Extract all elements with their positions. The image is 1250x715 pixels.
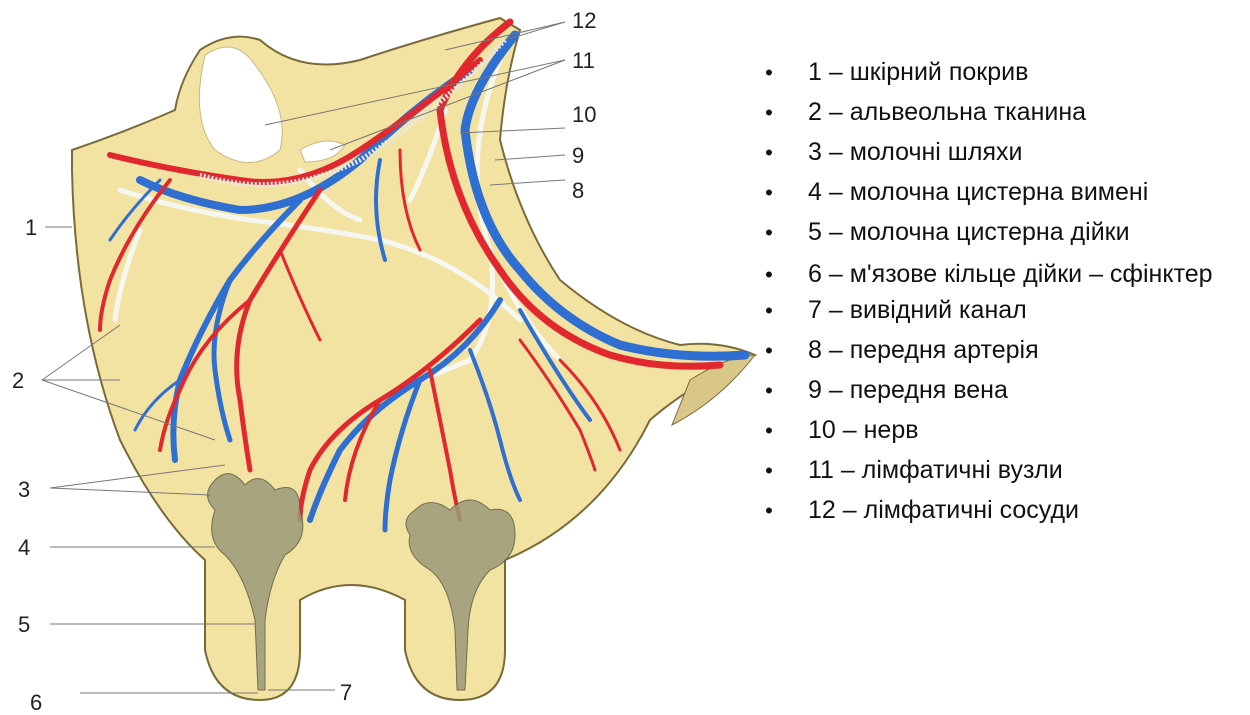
legend-item: • 7 – вивідний канал — [762, 296, 1248, 325]
label-3: 3 — [18, 477, 30, 502]
legend-text: 2 – альвеольна тканина — [808, 98, 1086, 126]
legend-text: 1 – шкірний покрив — [808, 58, 1028, 86]
legend-item: • 10 – нерв — [762, 416, 1248, 445]
udder-anatomy-diagram: 1 2 3 4 5 6 7 8 9 10 11 12 — [0, 0, 760, 715]
label-2: 2 — [12, 368, 24, 393]
bullet-icon: • — [762, 296, 776, 325]
bullet-icon: • — [762, 138, 776, 167]
udder-skin — [72, 18, 755, 700]
label-11: 11 — [572, 48, 595, 73]
legend-list: • 1 – шкірний покрив • 2 – альвеольна ткан… — [762, 58, 1248, 536]
legend-text: 12 – лімфатичні сосуди — [808, 496, 1079, 524]
legend-item: • 5 – молочна цистерна дійки — [762, 218, 1248, 247]
bullet-icon: • — [762, 376, 776, 405]
bullet-icon: • — [762, 336, 776, 365]
legend-item: • 8 – передня артерія — [762, 336, 1248, 365]
legend-text: 10 – нерв — [808, 416, 919, 444]
bullet-icon: • — [762, 416, 776, 445]
bullet-icon: • — [762, 98, 776, 127]
label-5: 5 — [18, 612, 30, 637]
legend-text: 11 – лімфатичні вузли — [808, 456, 1063, 484]
legend-item: • 2 – альвеольна тканина — [762, 98, 1248, 127]
legend-item: • 3 – молочні шляхи — [762, 138, 1248, 167]
label-12: 12 — [572, 8, 596, 33]
legend-text: 7 – вивідний канал — [808, 296, 1027, 324]
legend-text: 9 – передня вена — [808, 376, 1008, 404]
legend-item: • 11 – лімфатичні вузли — [762, 456, 1248, 485]
label-9: 9 — [572, 143, 584, 168]
bullet-icon: • — [762, 58, 776, 87]
label-4: 4 — [18, 535, 30, 560]
legend-item: • 6 – м'язове кільце дійки – сфінктер — [762, 258, 1248, 291]
bullet-icon: • — [762, 496, 776, 525]
legend-text: 6 – м'язове кільце дійки – сфінктер — [808, 260, 1213, 288]
legend-text: 5 – молочна цистерна дійки — [808, 218, 1130, 246]
legend-item: • 1 – шкірний покрив — [762, 58, 1248, 87]
label-8: 8 — [572, 178, 584, 203]
label-10: 10 — [572, 102, 596, 127]
legend-item: • 12 – лімфатичні сосуди — [762, 496, 1248, 525]
bullet-icon: • — [762, 258, 776, 291]
label-1: 1 — [25, 215, 37, 240]
legend-text: 8 – передня артерія — [808, 336, 1039, 364]
bullet-icon: • — [762, 218, 776, 247]
legend-text: 4 – молочна цистерна вимені — [808, 178, 1148, 206]
legend-item: • 9 – передня вена — [762, 376, 1248, 405]
legend-text: 3 – молочні шляхи — [808, 138, 1022, 166]
bullet-icon: • — [762, 456, 776, 485]
bullet-icon: • — [762, 178, 776, 207]
label-7: 7 — [340, 680, 352, 705]
legend-item: • 4 – молочна цистерна вимені — [762, 178, 1248, 207]
label-6: 6 — [30, 690, 42, 715]
